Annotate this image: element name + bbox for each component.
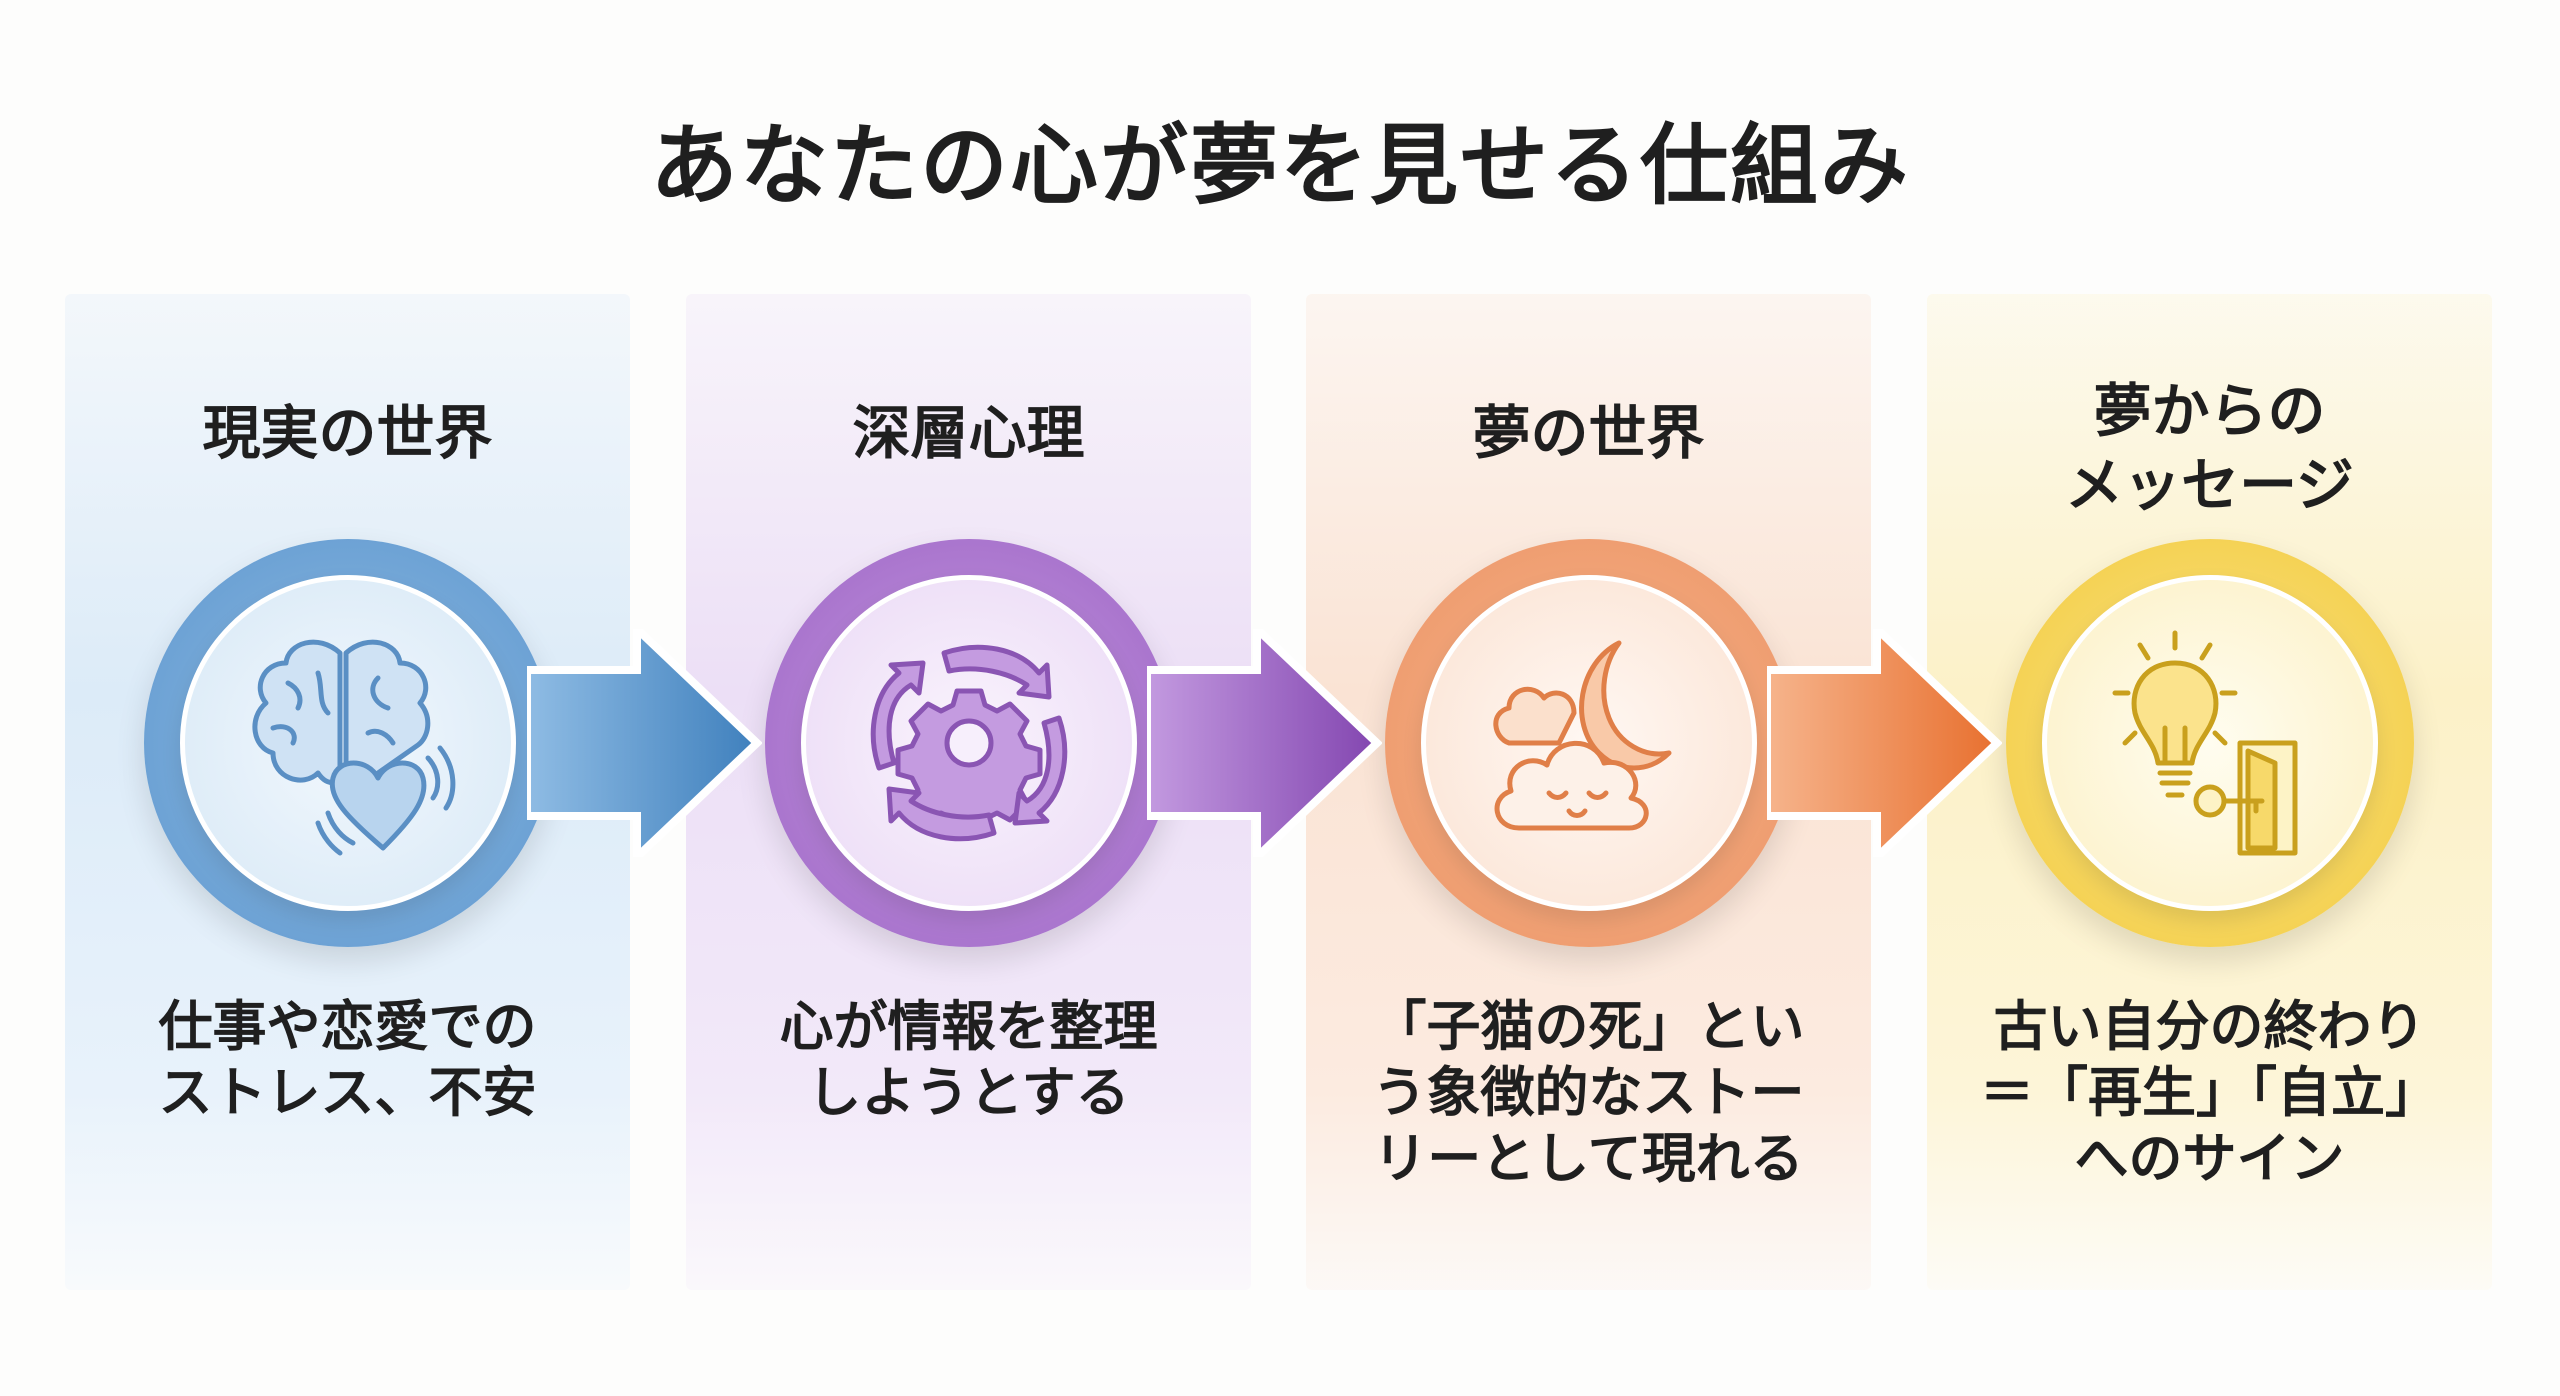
step-circle — [765, 539, 1173, 947]
description-line: しようとする — [807, 1061, 1130, 1124]
step-heading: 夢からの メッセージ — [1927, 374, 2492, 522]
gear-cycle-icon — [870, 644, 1068, 842]
heading-line: 夢からの — [2093, 377, 2326, 445]
step-circle — [1385, 539, 1793, 947]
arrow-right-icon — [527, 629, 762, 857]
step-description: 古い自分の終わり ＝「再生」「自立」 へのサイン — [1927, 994, 2492, 1192]
step-description: 「子猫の死」とい う象徴的なストー リーとして現れる — [1306, 994, 1871, 1192]
step-circle — [2006, 539, 2414, 947]
description-line: う象徴的なストー — [1372, 1061, 1805, 1124]
brain-heart-icon — [252, 639, 456, 856]
description-line: ＝「再生」「自立」 — [1980, 1061, 2439, 1124]
moon-cloud-icon — [1493, 640, 1672, 831]
description-line: へのサイン — [2074, 1127, 2345, 1190]
arrow-right-icon — [1767, 629, 2002, 857]
description-line: 心が情報を整理 — [779, 995, 1158, 1058]
step-description: 仕事や恋愛での ストレス、不安 — [65, 994, 630, 1126]
step-description: 心が情報を整理 しようとする — [686, 994, 1251, 1126]
arrow-right-icon — [1147, 629, 1382, 857]
heading-line: メッセージ — [2065, 451, 2354, 519]
description-line: 仕事や恋愛での — [158, 995, 537, 1058]
lightbulb-key-door-icon — [2112, 630, 2298, 856]
step-heading: 深層心理 — [852, 399, 1085, 467]
description-line: リーとして現れる — [1373, 1127, 1804, 1190]
page-title: あなたの心が夢を見せる仕組み — [649, 114, 1910, 217]
description-line: 「子猫の死」とい — [1372, 995, 1805, 1058]
description-line: ストレス、不安 — [158, 1061, 537, 1124]
step-heading: 現実の世界 — [202, 399, 493, 467]
step-heading: 夢の世界 — [1472, 399, 1705, 467]
step-circle — [144, 539, 552, 947]
step-panel-message: 夢からの メッセージ 古い自分の終わり ＝「再生」「自立」 へのサイン — [1927, 294, 2492, 1290]
description-line: 古い自分の終わり — [1993, 995, 2426, 1058]
